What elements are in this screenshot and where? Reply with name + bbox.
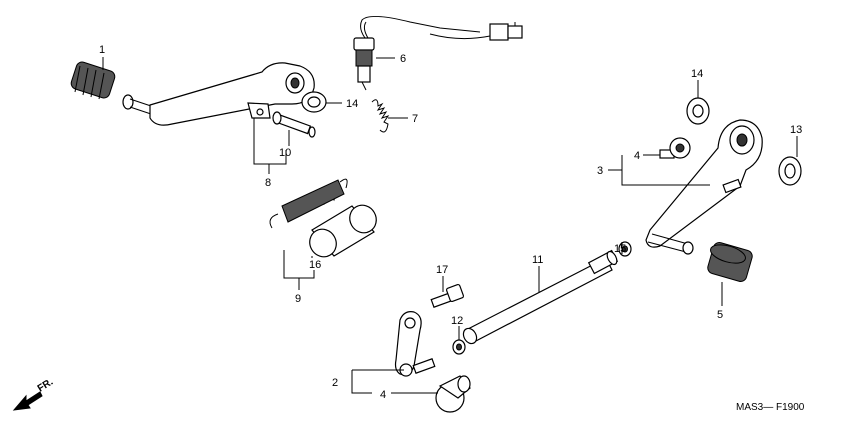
label-9: 9 [295,293,301,305]
tie-rod [462,249,619,345]
label-16: 16 [309,259,321,271]
joint-4-lower [435,375,471,413]
front-arrow: FR. [12,377,56,411]
diagram-code: MAS3— F1900 [736,402,805,413]
label-11: 11 [532,254,543,266]
label-15: 15 [614,243,626,255]
part-labels: 1 6 14 7 10 8 16 9 17 12 11 15 2 4 14 4 … [99,44,802,401]
shift-rubber [707,242,753,282]
brake-switch [353,16,523,91]
bolt-17 [430,283,465,308]
label-2: 2 [332,377,338,389]
label-3: 3 [597,165,603,177]
return-spring [269,178,348,229]
label-10: 10 [279,147,291,159]
label-5: 5 [717,309,723,321]
label-13: 13 [790,124,802,136]
front-label: FR. [36,377,56,395]
washer-13 [778,156,802,186]
label-6: 6 [400,53,406,65]
leader-lines [102,57,798,394]
label-7: 7 [412,113,418,125]
label-4-lower: 4 [380,389,386,401]
spring-sleeve [309,204,377,258]
label-17: 17 [436,264,448,276]
label-12: 12 [451,315,463,327]
label-14-left: 14 [346,98,358,110]
brake-pedal [70,61,327,138]
label-14-right: 14 [691,68,703,80]
switch-spring [371,99,390,133]
label-1: 1 [99,44,105,56]
label-8: 8 [265,177,271,189]
label-4-upper: 4 [634,150,640,162]
pin [272,111,316,138]
arrow-icon [12,391,43,411]
shift-arm-lower [394,311,436,377]
joint-4-upper [659,137,691,159]
nut-12 [452,339,466,355]
shift-pedal [645,119,763,255]
washer-14-right [686,97,710,125]
pedal-rubber [70,61,116,100]
